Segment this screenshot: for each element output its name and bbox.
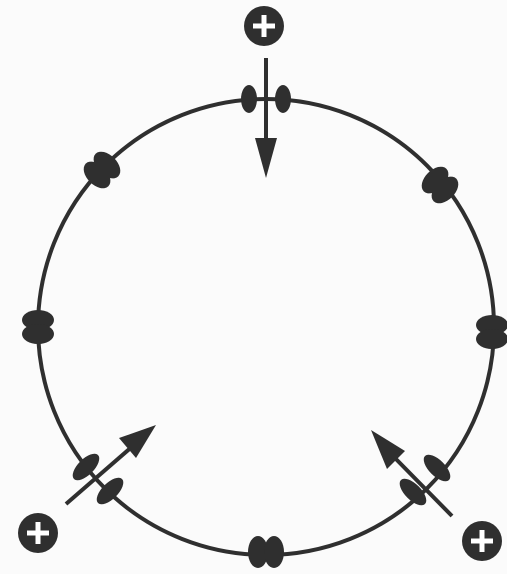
closed-channel-right [476,315,507,349]
cation-lower-right [462,521,502,561]
cation-top [244,6,284,46]
arrow-top-inward [255,58,277,178]
closed-channel-bottom [248,536,284,568]
closed-channel-left [22,310,54,344]
cation-lower-left [18,513,58,553]
open-channel-lower-right [395,450,454,509]
